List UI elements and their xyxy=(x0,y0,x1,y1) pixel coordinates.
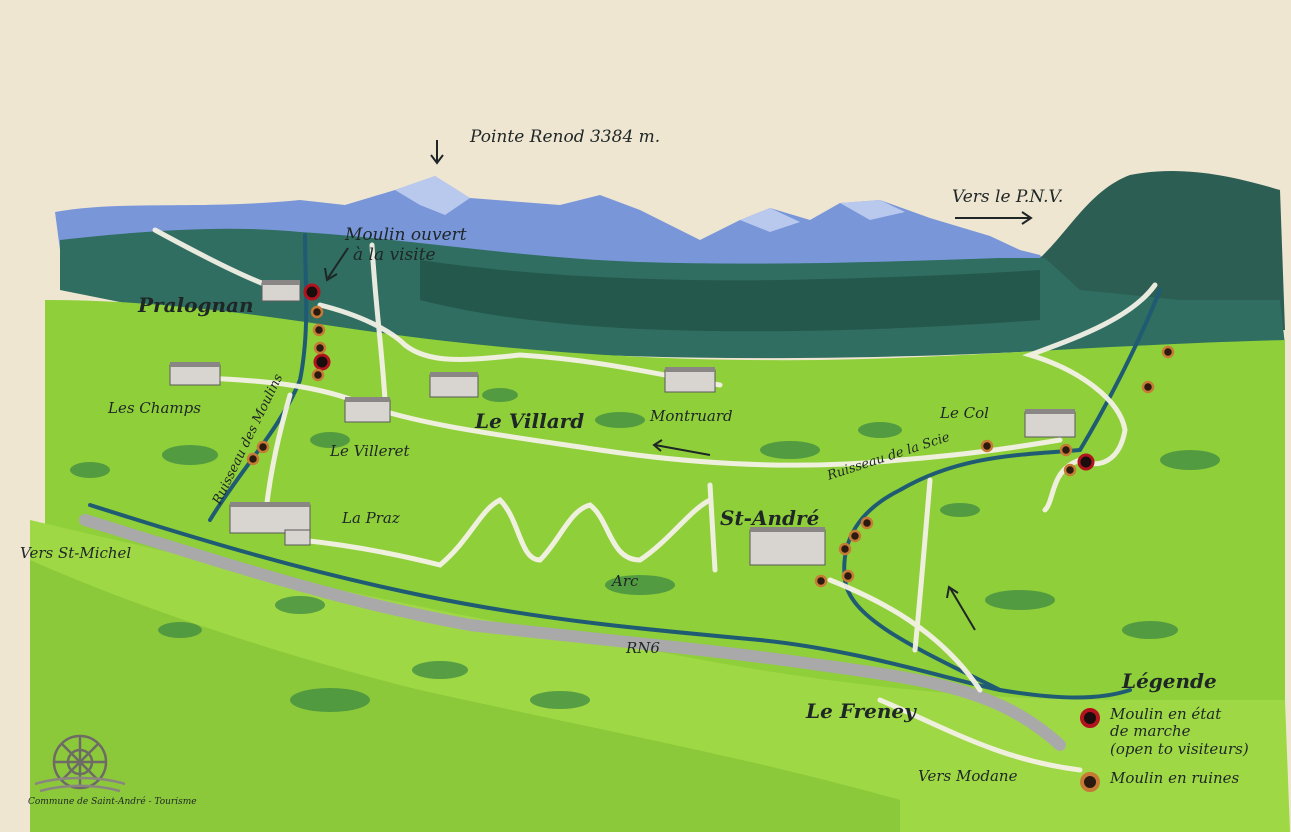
mountain-snow xyxy=(395,176,905,232)
legend: Légende Moulin en état de marche (open t… xyxy=(1076,668,1286,798)
mill-marker-ruins xyxy=(1063,463,1077,477)
callout-arrow xyxy=(327,247,349,279)
legend-item-ruins: Moulin en ruines xyxy=(1080,769,1240,792)
meadow-darker xyxy=(30,560,900,832)
water-wheel-icon xyxy=(34,734,126,793)
village-la-praz: La Praz xyxy=(342,509,400,527)
legend-working-line-1: Moulin en état xyxy=(1110,705,1222,723)
village-les-champs: Les Champs xyxy=(108,399,201,417)
road-arrow xyxy=(949,587,976,631)
road-rn6: RN6 xyxy=(626,639,660,657)
direction-st-michel[interactable]: Vers St-Michel xyxy=(20,544,132,562)
summit-label: Pointe Renod 3384 m. xyxy=(470,127,661,147)
village-montruard: Montruard xyxy=(650,407,733,425)
legend-ruins-label: Moulin en ruines xyxy=(1110,769,1240,787)
mill-marker-ruins xyxy=(1141,380,1155,394)
mill-marker-ruins xyxy=(311,368,325,382)
mill-marker-ruins xyxy=(814,574,828,588)
footer-credit: Commune de Saint-André - Tourisme xyxy=(28,797,197,807)
village-le-col: Le Col xyxy=(940,404,989,422)
legend-title: Légende xyxy=(1122,669,1217,693)
village-le-freney: Le Freney xyxy=(806,699,916,723)
forest-shade xyxy=(420,260,1040,332)
river-moulins xyxy=(208,233,309,522)
waterway-arc: Arc xyxy=(612,572,639,590)
mill-marker-ruins xyxy=(848,529,862,543)
mill-marker-ruins xyxy=(246,452,260,466)
right-peak xyxy=(1040,170,1285,330)
ruined-mills xyxy=(246,305,1175,588)
mill-marker-ruins xyxy=(313,341,327,355)
callout-line-1: Moulin ouvert xyxy=(345,225,467,245)
mill-marker-ruins xyxy=(312,323,326,337)
village-roofs xyxy=(170,280,1075,532)
mill-marker-working xyxy=(303,283,321,301)
arrows xyxy=(324,140,1033,631)
ruined-mill-icon xyxy=(1080,772,1100,792)
mill-marker-working xyxy=(313,353,331,371)
mill-marker-ruins xyxy=(1161,345,1175,359)
callout-line-2: à la visite xyxy=(353,245,436,265)
mill-marker-ruins xyxy=(1059,443,1073,457)
mill-marker-ruins xyxy=(256,440,270,454)
villard-arrow xyxy=(654,444,711,456)
mill-marker-ruins xyxy=(838,542,852,556)
working-mills xyxy=(303,283,1095,471)
mill-marker-ruins xyxy=(841,569,855,583)
legend-working-line-3: (open to visiteurs) xyxy=(1110,739,1249,758)
mill-marker-ruins xyxy=(310,305,324,319)
village-st-andre: St-André xyxy=(720,506,820,530)
direction-modane[interactable]: Vers Modane xyxy=(918,767,1018,785)
direction-pnv[interactable]: Vers le P.N.V. xyxy=(952,187,1064,207)
village-le-villard: Le Villard xyxy=(475,409,585,433)
legend-item-working: Moulin en état de marche (open to visite… xyxy=(1080,705,1249,758)
legend-working-line-2: de marche xyxy=(1110,722,1191,741)
mill-marker-ruins xyxy=(980,439,994,453)
mill-marker-ruins xyxy=(860,516,874,530)
village-pralognan: Pralognan xyxy=(138,293,254,317)
rn6-road xyxy=(79,514,1066,751)
village-le-villeret: Le Villeret xyxy=(330,442,410,460)
mill-marker-working xyxy=(1077,453,1095,471)
working-mill-icon xyxy=(1080,708,1100,728)
tree-clusters xyxy=(70,388,1220,712)
village-clusters xyxy=(169,282,1076,566)
river-arc xyxy=(88,503,1132,700)
